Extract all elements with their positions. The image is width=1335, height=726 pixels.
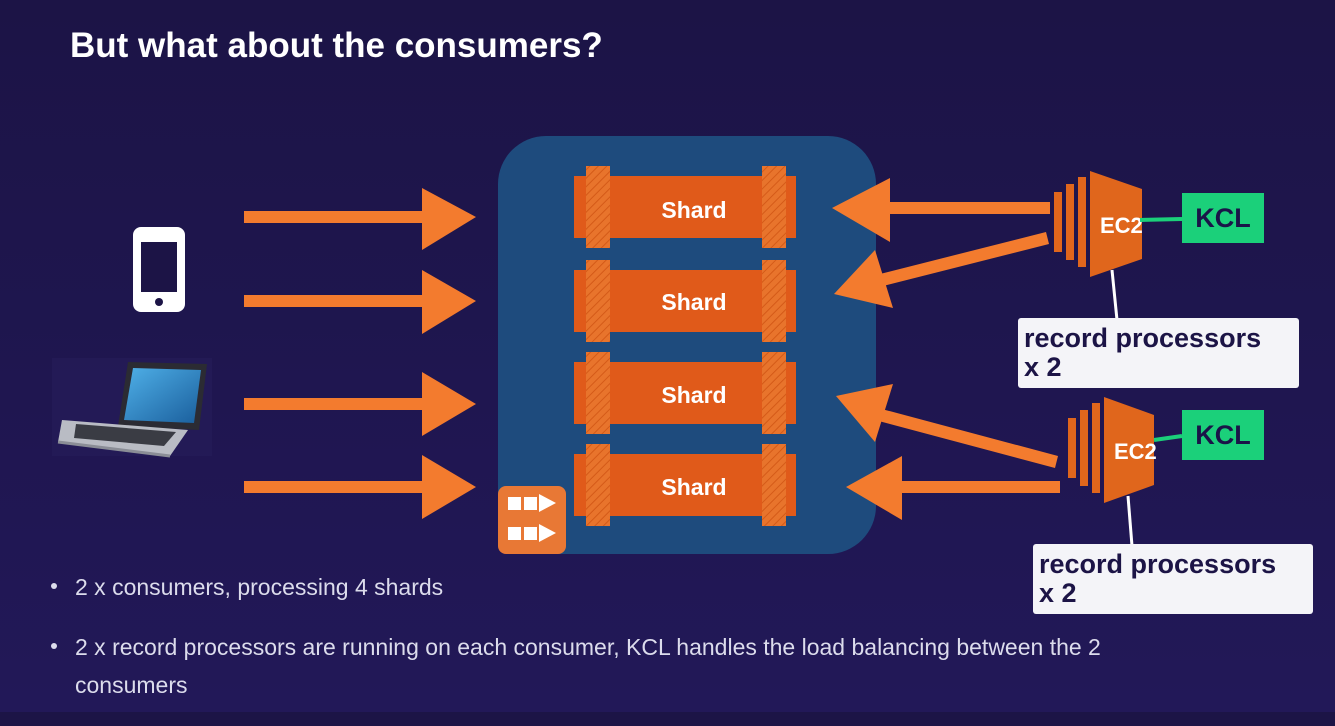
bullet-item: 2 x consumers, processing 4 shards <box>50 568 1130 606</box>
kcl-badge: KCL <box>1182 193 1264 243</box>
page-title: But what about the consumers? <box>70 26 603 65</box>
shard: Shard <box>574 444 796 526</box>
producer-arrow <box>244 188 476 250</box>
consumer-arrow <box>846 456 1060 520</box>
smartphone-icon <box>133 227 185 312</box>
record-processors-text: record processors <box>1039 549 1277 579</box>
bullet-list: 2 x consumers, processing 4 shards 2 x r… <box>50 568 1130 726</box>
shard-label: Shard <box>661 289 726 315</box>
record-processors-label: record processors x 2 <box>1033 544 1313 614</box>
shard: Shard <box>574 352 796 434</box>
laptop-icon <box>52 358 212 458</box>
consumer-arrow <box>834 232 1049 308</box>
ec2-instance-icon: EC2 <box>1054 171 1143 277</box>
producer-arrow <box>244 270 476 334</box>
shard-label: Shard <box>661 197 726 223</box>
ec2-instance-icon: EC2 <box>1068 397 1157 503</box>
consumer-arrow <box>832 178 1050 242</box>
producer-arrow <box>244 372 476 436</box>
record-processors-count: x 2 <box>1039 578 1077 608</box>
kcl-badge: KCL <box>1182 410 1264 460</box>
shard-label: Shard <box>661 474 726 500</box>
record-processors-count: x 2 <box>1024 352 1062 382</box>
record-processors-text: record processors <box>1024 323 1262 353</box>
shard: Shard <box>574 166 796 248</box>
kinesis-stream-icon <box>498 486 566 554</box>
shard-label: Shard <box>661 382 726 408</box>
record-processors-label: record processors x 2 <box>1018 318 1299 388</box>
consumer-arrow <box>836 384 1058 468</box>
ec2-label: EC2 <box>1114 439 1157 464</box>
producer-arrow <box>244 455 476 519</box>
ec2-label: EC2 <box>1100 213 1143 238</box>
bullet-item: 2 x record processors are running on eac… <box>50 628 1130 704</box>
shard: Shard <box>574 260 796 342</box>
